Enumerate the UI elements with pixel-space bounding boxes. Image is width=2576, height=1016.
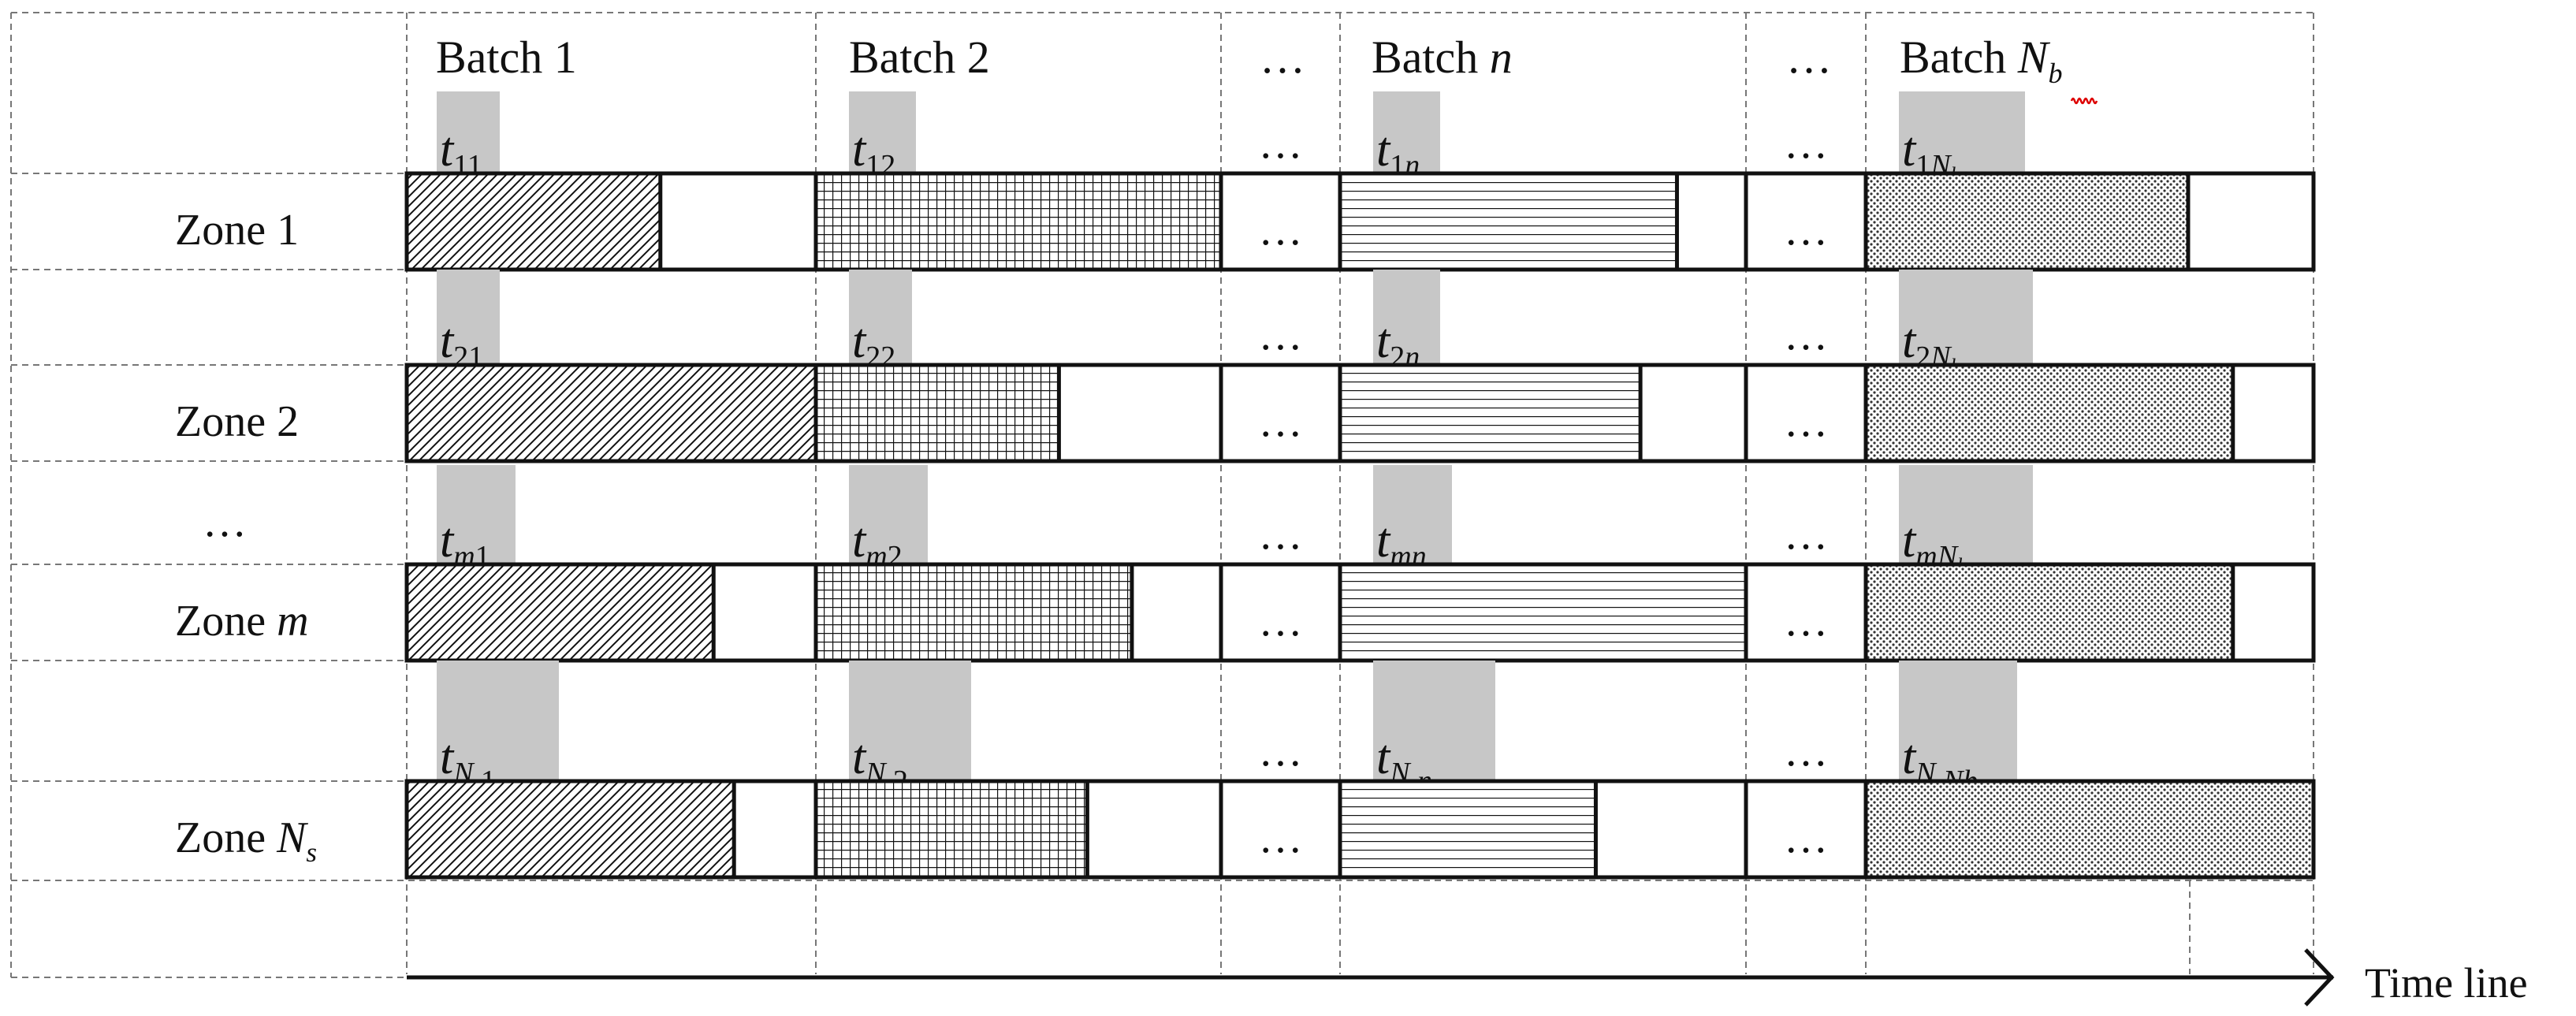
zone-ellipsis-label: … [203,497,247,546]
time-row-ellipsis: … [1784,311,1828,359]
batch-bar-4 [1863,171,2191,272]
batch-bar-4 [1863,363,2235,463]
column-header-b2: Batch 2 [849,32,990,83]
row-ellipsis: … [1784,206,1828,255]
time-row-ellipsis: … [1259,727,1303,776]
row-ellipsis: … [1259,813,1303,862]
time-label-shade [437,270,500,365]
column-header-bn: Batch n [1372,32,1513,83]
row-ellipsis: … [1259,206,1303,255]
spellcheck-underline [2070,97,2098,105]
batch-bar-1 [404,779,736,880]
time-label-shade [849,661,971,781]
batch-bar-4 [1863,779,2316,880]
row-ellipsis: … [1784,813,1828,862]
batch-bar-3 [1338,562,1748,663]
row-ellipsis: … [1784,597,1828,646]
time-label-shade [1899,270,2033,365]
time-label-shade [1899,91,2025,173]
batch-bar-2 [813,779,1089,880]
time-row-ellipsis: … [1259,510,1303,559]
row-ellipsis: … [1259,597,1303,646]
time-row-ellipsis: … [1784,510,1828,559]
batch-bar-2 [813,363,1061,463]
time-label-shade [1373,465,1452,564]
column-header-ellipsis: … [1260,32,1305,83]
time-label-shade [1373,91,1440,173]
zone-label-zm: Zone m [175,597,309,646]
column-header-b1: Batch 1 [436,32,577,83]
time-row-ellipsis: … [1259,311,1303,359]
time-label-shade [1899,465,2033,564]
time-label-shade [1373,661,1495,781]
time-label-shade [849,270,912,365]
time-label-shade [1899,661,2017,781]
batch-bar-1 [404,562,716,663]
zone-label-zN: Zone Ns [175,813,317,868]
column-header-ellipsis: … [1786,32,1832,83]
time-label-shade [437,465,516,564]
time-label-shade [437,661,559,781]
batch-bar-3 [1338,779,1598,880]
time-label-zm-2: tmn [1376,514,1427,573]
zone-label-z2: Zone 2 [175,397,299,446]
time-row-ellipsis: … [1784,119,1828,168]
time-label-shade [849,91,916,173]
batch-bar-4 [1863,562,2235,663]
row-ellipsis: … [1784,397,1828,446]
zone-label-z1: Zone 1 [175,206,299,255]
batch-bar-2 [813,171,1223,272]
batch-bar-2 [813,562,1134,663]
time-label-shade [849,465,928,564]
time-label-shade [1373,270,1440,365]
batch-bar-3 [1338,171,1679,272]
batch-bar-1 [404,171,663,272]
time-row-ellipsis: … [1259,119,1303,168]
timeline-arrowhead [2304,948,2335,1007]
row-ellipsis: … [1259,397,1303,446]
timeline-label: Time line [2365,959,2528,1007]
batch-bar-3 [1338,363,1643,463]
column-header-bN: Batch Nb [1900,32,2062,89]
batch-bar-1 [404,363,818,463]
time-label-shade [437,91,500,173]
time-row-ellipsis: … [1784,727,1828,776]
